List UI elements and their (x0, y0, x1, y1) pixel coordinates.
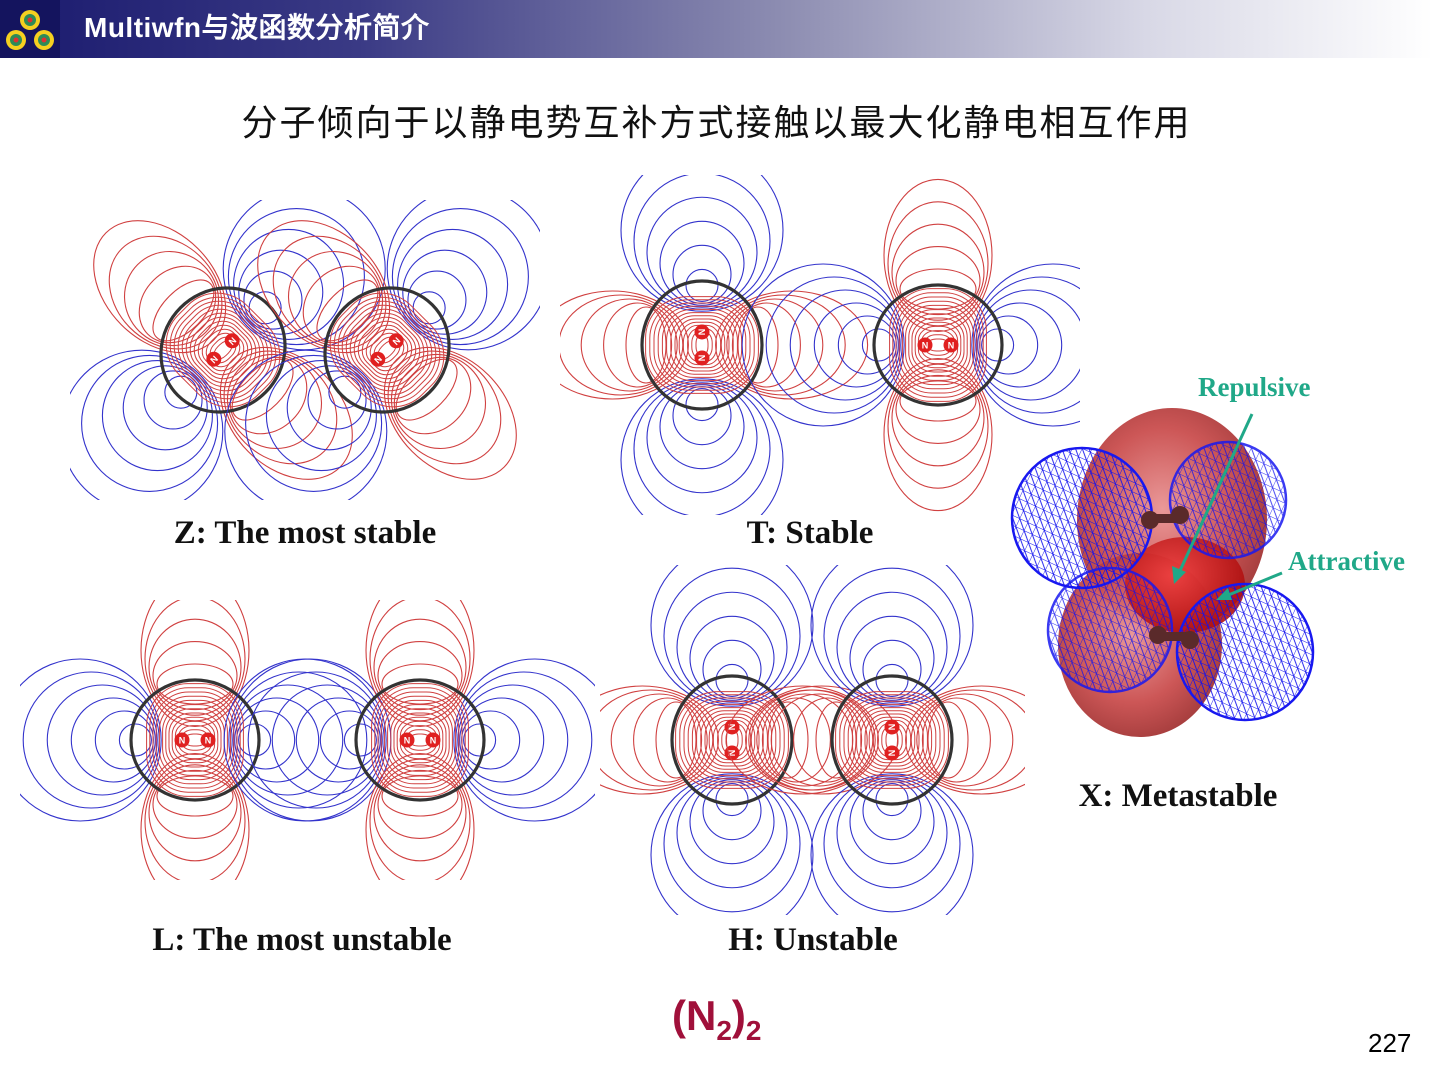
contour-group: NN (224, 200, 540, 500)
header-bar: Multiwfn与波函数分析简介 (0, 0, 1433, 58)
negative-isosurface-2 (1168, 440, 1288, 560)
nitrogen-nucleus (724, 719, 740, 735)
repulsive-arrow (1176, 413, 1254, 576)
molecule-t-left: NN (560, 175, 869, 515)
nitrogen-label: N (404, 736, 411, 746)
negative-isosurface-3 (1046, 566, 1174, 694)
nitrogen-nucleus (884, 745, 900, 761)
nitrogen-label: N (205, 736, 212, 746)
slide-subtitle: 分子倾向于以静电势互补方式接触以最大化静电相互作用 (241, 103, 1192, 144)
molecule-z-right: NN (224, 200, 540, 500)
negative-isosurface-1 (1010, 446, 1154, 590)
contour-group: NN (725, 565, 1025, 915)
nitrogen-nucleus (200, 732, 216, 748)
panel-x-diagram (1010, 408, 1315, 737)
attractive-label: Attractive (1288, 546, 1405, 576)
caption-h: H: Unstable (728, 922, 898, 958)
nitrogen-label: N (391, 335, 403, 347)
nitrogen-nucleus (206, 351, 222, 367)
negative-isosurface-4 (1175, 582, 1315, 722)
nitrogen-label: N (208, 354, 220, 366)
formula-label: (N2)2 (672, 992, 762, 1046)
contour-group: NN (70, 200, 386, 500)
multiwfn-logo (0, 0, 60, 58)
nitrogen-label: N (887, 750, 897, 757)
molecule-h-left: NN (600, 565, 899, 915)
nitrogen-nucleus (694, 324, 710, 340)
nitrogen-label: N (697, 329, 707, 336)
contour-group: NN (600, 565, 899, 915)
nitrogen-nucleus (399, 732, 415, 748)
molecule-z-left: NN (70, 200, 386, 500)
nitrogen-nucleus (943, 337, 959, 353)
nitrogen-label: N (727, 724, 737, 731)
nitrogen-nucleus (370, 351, 386, 367)
attractive-arrow (1225, 571, 1283, 598)
nitrogen-nucleus (388, 333, 404, 349)
nitrogen-label: N (922, 341, 929, 351)
nitrogen-label: N (887, 724, 897, 731)
nitrogen-label: N (948, 341, 955, 351)
caption-l: L: The most unstable (152, 922, 452, 958)
repulsive-label: Repulsive (1198, 372, 1311, 402)
page-number: 227 (1368, 1028, 1412, 1058)
nitrogen-nucleus (917, 337, 933, 353)
nitrogen-label: N (697, 355, 707, 362)
nitrogen-nucleus (224, 333, 240, 349)
panel-z-diagram: NN NN (70, 200, 540, 500)
atom-balls (1141, 506, 1199, 649)
nitrogen-label: N (227, 335, 239, 347)
panel-h-diagram: NN NN (600, 565, 1025, 915)
caption-z: Z: The most stable (173, 515, 437, 551)
contour-group: NN (560, 175, 869, 515)
nitrogen-label: N (179, 736, 186, 746)
nitrogen-label: N (727, 750, 737, 757)
header-title: Multiwfn与波函数分析简介 (84, 12, 430, 43)
nitrogen-nucleus (425, 732, 441, 748)
nitrogen-label: N (430, 736, 437, 746)
nitrogen-nucleus (694, 350, 710, 366)
nitrogen-nucleus (724, 745, 740, 761)
nitrogen-nucleus (884, 719, 900, 735)
nitrogen-label: N (372, 354, 384, 366)
caption-t: T: Stable (746, 515, 874, 551)
caption-x: X: Metastable (1078, 778, 1278, 814)
molecule-h-right: NN (725, 565, 1025, 915)
nitrogen-nucleus (174, 732, 190, 748)
